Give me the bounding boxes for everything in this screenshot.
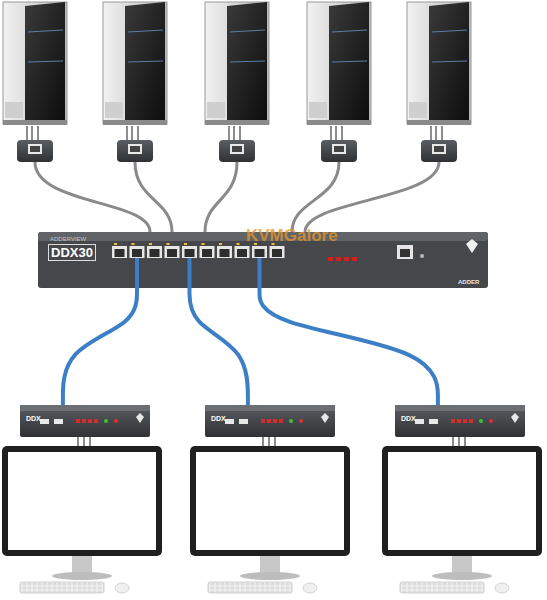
user-cable: [190, 288, 248, 405]
watermark-holder: KVMGalore: [246, 226, 338, 246]
rj45-socket: [132, 249, 142, 257]
rj45-socket: [150, 249, 160, 257]
network-cable: [35, 162, 439, 232]
rj45-port: [200, 246, 215, 258]
user-cable: [63, 288, 137, 405]
rj45-port: [252, 246, 267, 258]
rj45-socket: [220, 249, 230, 257]
port-led: [219, 243, 222, 245]
rj45-socket: [255, 249, 265, 257]
rj45-port: [165, 246, 180, 258]
rj45-socket: [167, 249, 177, 257]
port-led: [132, 243, 135, 245]
video-cable: [78, 437, 465, 447]
rj45-port: [182, 246, 197, 258]
rj45-socket: [185, 249, 195, 257]
port-led: [202, 243, 205, 245]
model-label: DDX: [209, 414, 228, 423]
rj45-port: [270, 246, 285, 258]
brand-label: ADDERVIEW: [48, 235, 88, 243]
user-cable: [260, 288, 438, 405]
port-led: [237, 243, 240, 245]
port-led: [114, 243, 117, 245]
port-led: [149, 243, 152, 245]
model-label: DDX: [24, 414, 43, 423]
model-label: DDX30: [48, 244, 96, 261]
rj45-port: [112, 246, 127, 258]
port-led: [167, 243, 170, 245]
cable-stub: [137, 258, 260, 288]
rj45-socket: [115, 249, 125, 257]
port-led: [184, 243, 187, 245]
rj45-port: [130, 246, 145, 258]
user-station: DDX: [20, 405, 150, 437]
user-station: DDX: [395, 405, 525, 437]
model-label: DDX: [399, 414, 418, 423]
rj45-socket: [272, 249, 282, 257]
watermark: KVMGalore: [246, 226, 338, 245]
rj45-socket: [237, 249, 247, 257]
rj45-port: [147, 246, 162, 258]
rj45-port: [235, 246, 250, 258]
user-station: DDX: [205, 405, 335, 437]
rj45-port: [217, 246, 232, 258]
rj45-socket: [202, 249, 212, 257]
brand-logo-text-holder: ADDER: [458, 270, 479, 288]
brand-logo-text: ADDER: [458, 279, 479, 285]
